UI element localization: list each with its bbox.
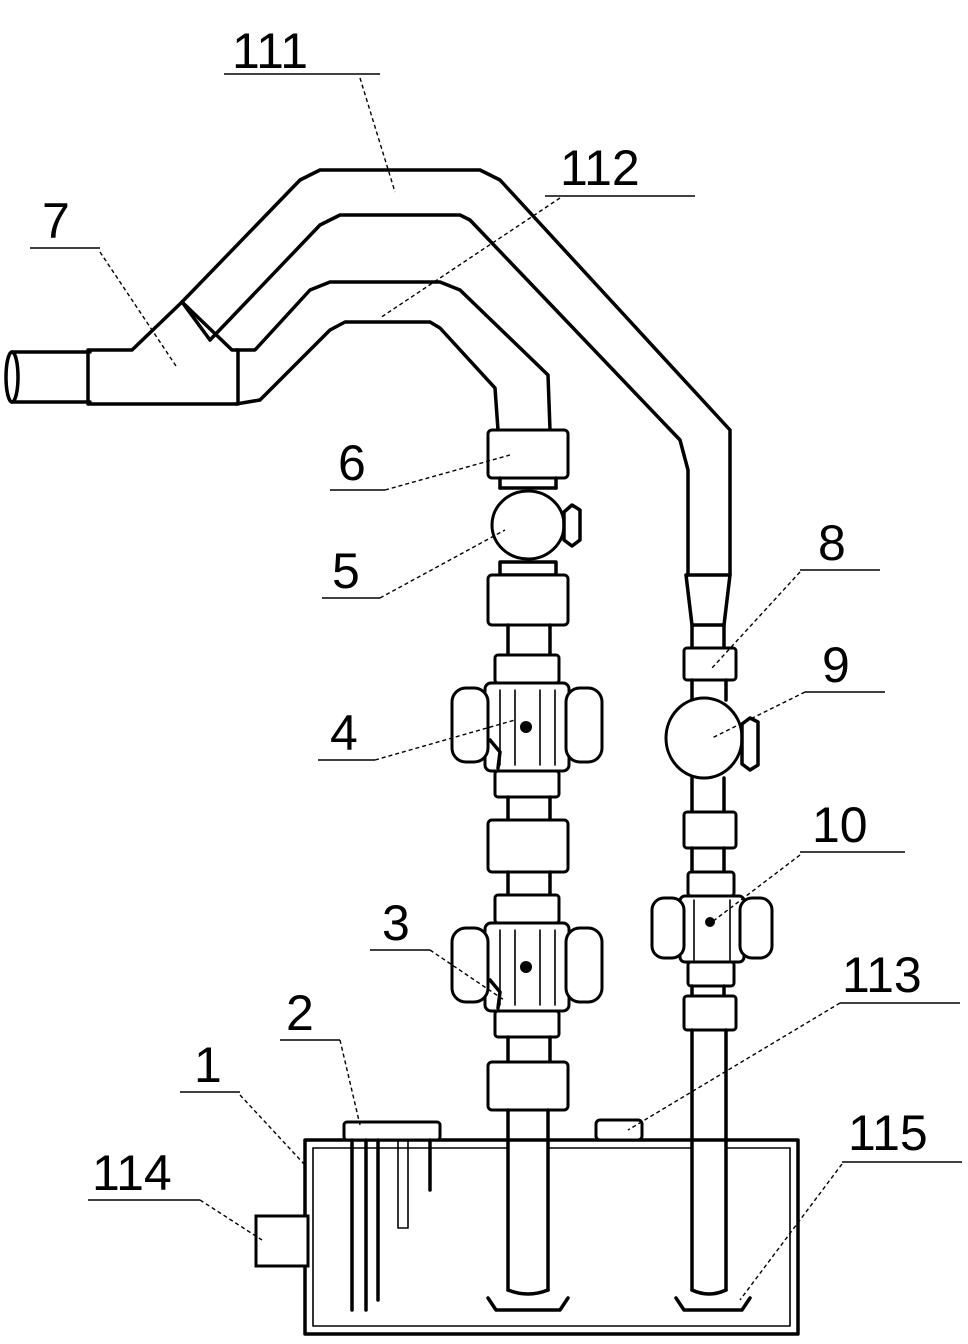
- valve-4: [450, 653, 604, 799]
- ball-valve-5: [490, 489, 566, 561]
- outlet-114: [254, 1214, 310, 1268]
- tank-1: [254, 1118, 800, 1336]
- baffle-left: [486, 1296, 570, 1312]
- left-branch: [450, 428, 604, 1296]
- valve-10: [650, 870, 774, 988]
- tee-fitting-7: [86, 300, 240, 406]
- label-112: 112: [560, 140, 640, 196]
- coupling-upper: [486, 573, 570, 627]
- label-3: 3: [382, 895, 410, 951]
- cap-2: [342, 1120, 442, 1142]
- fitting-8: [682, 646, 738, 682]
- label-113: 113: [842, 947, 922, 1003]
- label-111: 111: [232, 23, 308, 79]
- label-6: 6: [338, 435, 366, 491]
- pipe-111: [180, 168, 732, 577]
- label-4: 4: [330, 705, 358, 761]
- label-1: 1: [194, 1037, 222, 1093]
- inlet-pipe: [4, 350, 92, 404]
- fitting-right-lower: [682, 994, 738, 1032]
- label-115: 115: [848, 1105, 928, 1161]
- right-branch: [650, 573, 774, 1296]
- ball-valve-9: [664, 696, 744, 780]
- baffle-115: [674, 1296, 752, 1312]
- pipe-112: [234, 280, 552, 432]
- labels: 111 112 7 6 5 8 9 4 10: [30, 23, 962, 1301]
- coupling-lower: [486, 1060, 570, 1112]
- label-2: 2: [286, 985, 314, 1041]
- port-113: [594, 1118, 644, 1142]
- label-9: 9: [822, 637, 850, 693]
- label-7: 7: [42, 193, 70, 249]
- union-6: [486, 428, 570, 480]
- label-8: 8: [818, 515, 846, 571]
- label-114: 114: [92, 1145, 172, 1201]
- label-10: 10: [812, 797, 868, 853]
- fitting-right-middle: [682, 810, 738, 850]
- coupling-middle: [486, 818, 570, 874]
- valve-3: [450, 893, 604, 1039]
- label-5: 5: [332, 543, 360, 599]
